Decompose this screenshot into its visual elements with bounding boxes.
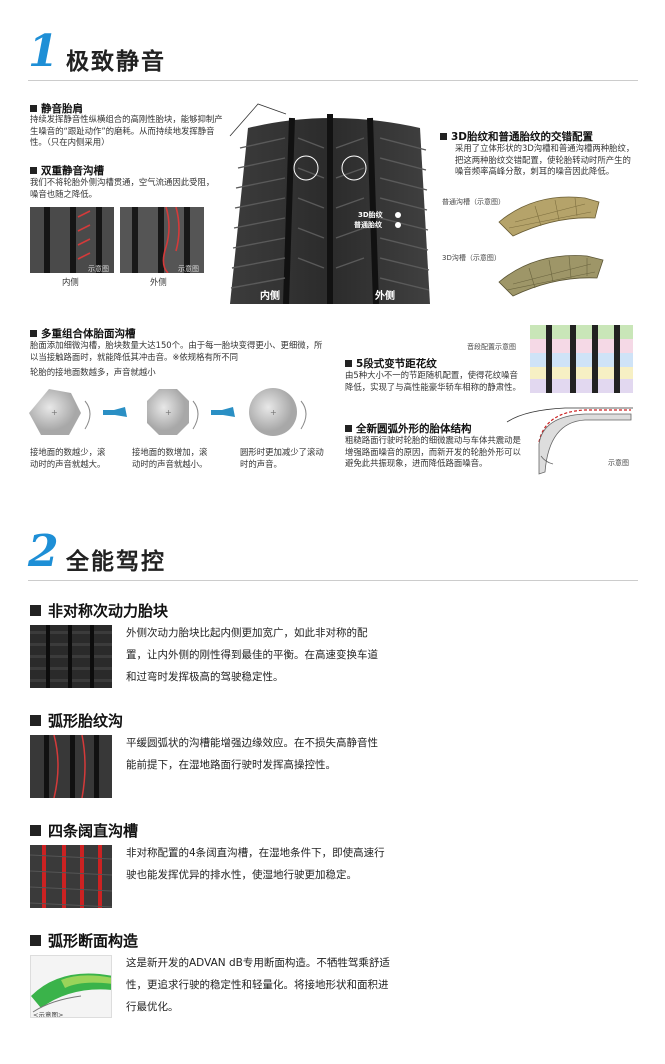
caption-circle: 圆形时更加减少了滚动时的声音。 [240, 447, 324, 469]
pattern3d-heading: 3D胎纹和普通胎纹的交错配置 [440, 129, 593, 144]
multi-heading: 多重组合体胎面沟槽 [30, 326, 136, 341]
tire-inner-label: 内侧 [260, 291, 280, 302]
tire-outer-label: 外侧 [375, 291, 395, 302]
arc-text: 粗糙路面行驶时轮胎的细微震动与车体共震动是增强路面噪音的原因，而新开发的轮胎外形… [345, 435, 521, 468]
outer-groove-graphic [120, 207, 204, 273]
double-groove-heading: 双重静音沟槽 [30, 163, 104, 178]
pitch-diagram-label: 音段配置示意图 [467, 343, 516, 351]
arc-section-graphic [31, 956, 111, 1017]
arc-groove-image [30, 735, 112, 798]
tire-tread-graphic [230, 114, 430, 304]
pitch-text: 由5种大小不一的节距随机配置，使得花纹噪音降低，实现了与高性能豪华轿车相称的静肃… [345, 370, 521, 392]
arc-groove-graphic [30, 735, 112, 798]
bullet-square-icon [30, 167, 37, 174]
pitch-diagram [530, 325, 633, 393]
section-1-number: 1 [28, 26, 59, 77]
tread-groove [90, 625, 94, 688]
outer-groove-image [120, 207, 204, 273]
shoulder-text: 持续发挥静音性纵横组合的高刚性胎块，能够抑制产生噪音的“跟趾动作”的磨耗。从而持… [30, 114, 223, 147]
caption-octagon: 接地面的数增加，滚动时的声音就越小。 [132, 447, 208, 469]
bullet-square-icon [30, 715, 41, 726]
arc-profile-diagram [506, 407, 633, 475]
pattern-normal-tag: 普通胎纹 [354, 221, 382, 229]
normal-groove-block [498, 196, 600, 237]
four-grooves-graphic [30, 845, 112, 908]
arc-sample-label: 示意图 [608, 459, 629, 467]
bullet-square-icon [30, 825, 41, 836]
shoulder-callout-line [229, 103, 287, 137]
pitch-diagram-graphic [530, 325, 633, 393]
outer-sample-label: 示意图 [178, 265, 199, 273]
tread-groove [46, 625, 50, 688]
caption-hexagon: 接地面的数越少，滚动时的声音就越大。 [30, 447, 106, 469]
item-heading-four-grooves: 四条阔直沟槽 [30, 820, 138, 841]
inner-groove-image [30, 207, 114, 273]
bullet-square-icon [30, 105, 37, 112]
circle-shape [249, 388, 297, 436]
svg-text:+: + [51, 408, 58, 417]
item-text-arc-groove: 平缓圆弧状的沟槽能增强边缘效应。在不损失高静音性能前提下，在湿地路面行驶时发挥高… [126, 737, 378, 771]
bullet-square-icon [345, 425, 352, 432]
item-heading-arc-groove: 弧形胎纹沟 [30, 710, 123, 731]
arc-section-sample-label: <示意图> [33, 1011, 64, 1018]
asymmetric-block-image [30, 625, 112, 688]
inner-sample-label: 示意图 [88, 265, 109, 273]
pattern3d-text: 采用了立体形状的3D沟槽和普通沟槽两种胎纹，把这两种胎纹交错配置，使轮胎转动时所… [455, 143, 635, 176]
normal-groove-label: 普通沟槽（示意图） [442, 198, 505, 206]
item-heading-arc-section: 弧形断面构造 [30, 930, 138, 951]
polygon-sequence-diagram: + + + [29, 388, 307, 436]
inner-groove-graphic [30, 207, 114, 273]
section-2-divider [28, 580, 638, 581]
section-2-title: 全能驾控 [66, 549, 166, 575]
svg-text:+: + [165, 408, 172, 417]
item-text-four-grooves: 非对称配置的4条阔直沟槽，在湿地条件下，即使高速行驶也能发挥优异的排水性，使湿地… [126, 847, 385, 881]
bullet-square-icon [30, 605, 41, 616]
multi-text: 胎面添加细微沟槽，胎块数量大达150个。由于每一胎块变得更小、更细微，所以当接触… [30, 340, 323, 362]
groove-3d-block [498, 255, 604, 297]
bullet-square-icon [30, 935, 41, 946]
pattern-3d-tag: 3D胎纹 [358, 211, 383, 219]
four-grooves-image [30, 845, 112, 908]
inner-caption: 内侧 [62, 277, 79, 287]
shoulder-heading: 静音胎肩 [30, 101, 83, 116]
bullet-square-icon [440, 133, 447, 140]
tire-main-image [230, 108, 430, 304]
bullet-square-icon [30, 330, 37, 337]
section-1-title: 极致静音 [66, 49, 166, 75]
section-2-number: 2 [28, 526, 59, 577]
item-text-asymmetric-block: 外侧次动力胎块比起内侧更加宽广，如此非对称的配置，让内外侧的刚性得到最佳的平衡。… [126, 627, 378, 683]
groove-3d-label: 3D沟槽（示意图） [442, 254, 501, 262]
multi-subtitle: 轮胎的接地面数越多，声音就越小 [30, 367, 156, 377]
octagon-shape [147, 389, 189, 435]
bullet-square-icon [345, 360, 352, 367]
arc-heading: 全新圆弧外形的胎体结构 [345, 421, 472, 436]
hexagon-shape [29, 389, 81, 435]
item-heading-asymmetric-block: 非对称次动力胎块 [30, 600, 168, 621]
item-text-arc-section: 这是新开发的ADVAN dB专用断面构造。不牺牲驾乘舒适性，更追求行驶的稳定性和… [126, 957, 390, 1013]
pitch-heading: 5段式变节距花纹 [345, 356, 437, 371]
svg-text:+: + [270, 408, 277, 417]
arc-section-image: <示意图> [30, 955, 112, 1018]
section-1-divider [28, 80, 638, 81]
double-groove-text: 我们不将轮胎外侧沟槽贯通，空气流通因此受阻，噪音也随之降低。 [30, 177, 215, 199]
outer-caption: 外侧 [150, 277, 167, 287]
tread-groove [68, 625, 72, 688]
